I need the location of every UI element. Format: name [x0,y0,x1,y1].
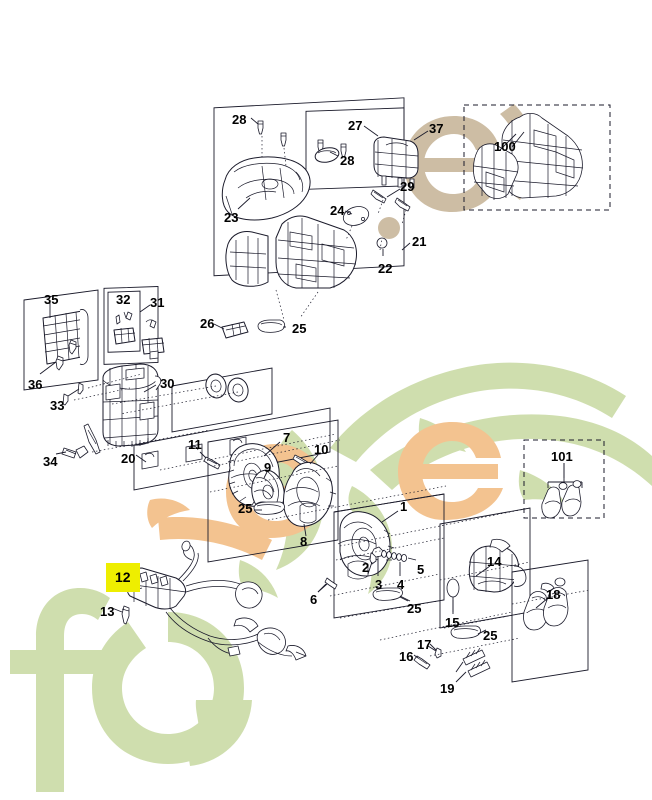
part-28-screws [257,120,287,147]
callout-3: 3 [375,577,383,592]
callout-26: 26 [200,316,215,331]
callout-8: 8 [300,534,308,549]
group-21-panel [213,97,405,277]
part-3-nut [371,546,384,576]
part-34-linkage [61,423,101,459]
group-100-dashed-box [463,104,611,211]
callout-32: 32 [116,292,131,307]
part-12-ignition-harness [126,540,307,661]
group-7-panel [207,419,339,563]
callout-31: 31 [150,295,165,310]
part-17-pin [429,643,442,659]
part-19-springs [455,647,491,678]
part-22-ring [376,237,388,249]
callout-5: 5 [417,562,425,577]
part-30-tank-housing [102,363,162,447]
callout-23: 23 [224,210,239,225]
part-31-choke-lever [141,319,165,360]
callout-25-g14: 25 [483,628,498,643]
part-37-ignition-module [373,136,419,189]
callout-29: 29 [400,179,415,194]
callout-24: 24 [330,203,345,218]
part-11-screw [203,456,221,470]
callout-2: 2 [362,560,370,575]
part-4-washers [381,550,417,576]
callout-21: 21 [412,234,427,249]
part-25-gasket-g7 [253,501,285,515]
group-32-panel [107,290,141,353]
group-18-panel [511,559,589,683]
group-35-panel [23,289,99,391]
callout-13: 13 [100,604,115,619]
part-16-screw [413,655,431,670]
part-24-gasket [342,206,370,226]
callout-36: 36 [28,377,43,392]
callout-25-upper: 25 [292,321,307,336]
part-21-crankcase-cover [275,215,357,289]
callout-17: 17 [417,637,432,652]
part-14-cylinder [468,538,527,593]
leader-lines [39,117,591,683]
part-25-gasket-upper [257,319,286,333]
callout-11: 11 [188,437,202,452]
watermark-layer [10,104,652,792]
callout-25-g7: 25 [238,501,253,516]
part-15-ring [446,578,460,614]
part-13-screw [111,605,130,625]
callout-14: 14 [487,554,502,569]
group-31-panel [103,286,159,365]
part-36-screws [55,339,77,371]
callout-16: 16 [399,649,414,664]
callout-15: 15 [445,615,460,630]
part-29-screws [370,189,411,212]
part-21-lower-shroud [225,231,269,287]
callout-1: 1 [400,499,408,514]
part-33-screws [62,382,84,406]
callout-19: 19 [440,681,455,696]
callout-27: 27 [348,118,363,133]
part-1-crankcase [337,511,395,580]
callout-10: 10 [314,442,329,457]
callout-34: 34 [43,454,58,469]
callout-30: 30 [160,376,175,391]
callout-33: 33 [50,398,65,413]
callout-28-plug: 28 [340,153,355,168]
callout-101: 101 [551,449,573,464]
callout-22: 22 [378,261,393,276]
part-27-plug-kit [314,139,347,163]
callout-7: 7 [283,430,291,445]
callout-18: 18 [546,587,561,602]
group-27-panel [305,107,405,190]
callout-4: 4 [397,577,405,592]
callout-9: 9 [264,460,272,475]
callout-28-top: 28 [232,112,247,127]
callout-25-g1: 25 [407,601,422,616]
part-18-clutch [523,577,569,631]
part-26-bracket [221,321,249,339]
callout-37: 37 [429,121,444,136]
group-20-panel [133,407,331,491]
callout-35: 35 [44,292,59,307]
callout-6: 6 [310,592,318,607]
group-bearings-panel [171,367,273,433]
callout-100: 100 [494,139,516,154]
callout-20: 20 [121,451,136,466]
callout-12-highlighted[interactable]: 12 [106,563,140,592]
group-101-dashed-box [523,439,605,519]
part-23-shroud [221,156,311,221]
